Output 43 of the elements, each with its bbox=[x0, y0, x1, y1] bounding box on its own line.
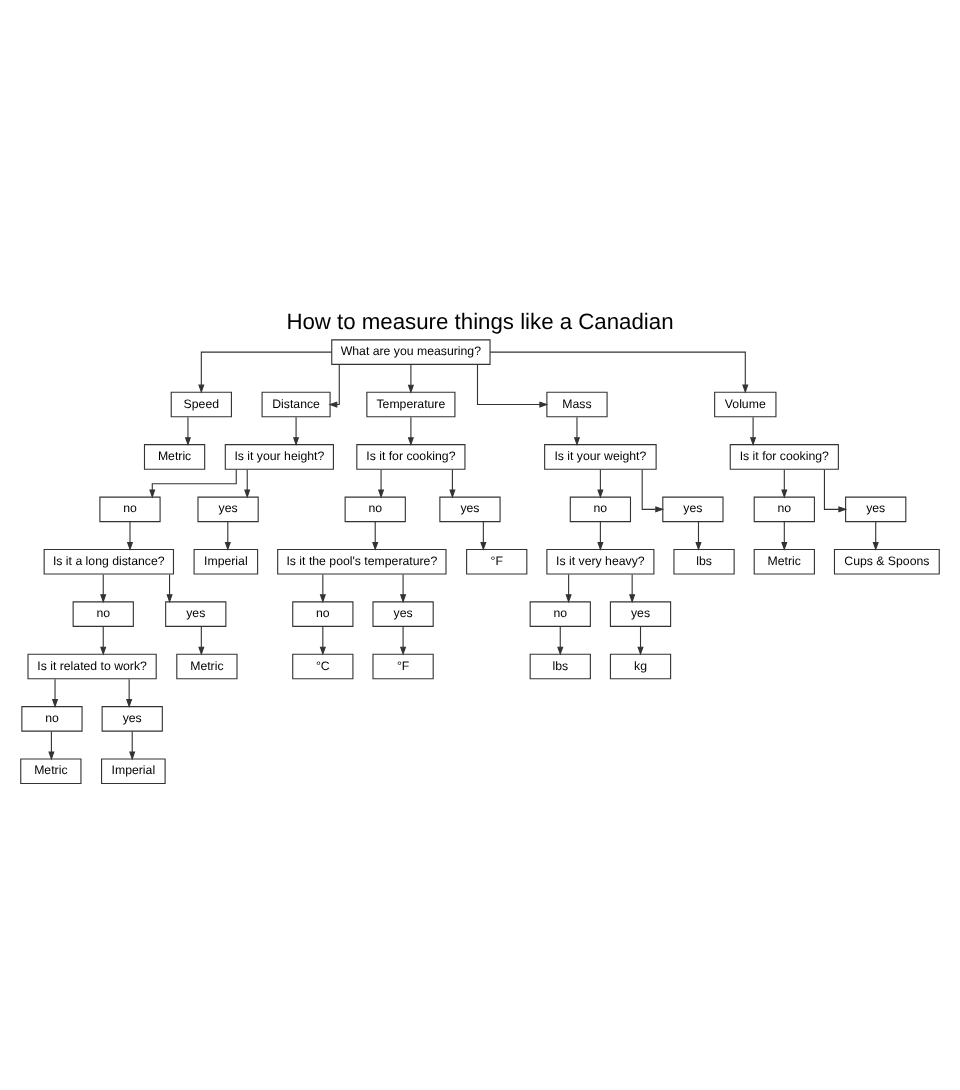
diagram-title: How to measure things like a Canadian bbox=[286, 310, 674, 335]
arrow bbox=[565, 573, 572, 604]
arrow bbox=[597, 469, 604, 499]
arrow bbox=[198, 351, 333, 394]
arrow bbox=[573, 416, 581, 447]
arrow bbox=[641, 469, 665, 513]
arrow bbox=[399, 573, 407, 604]
arrow bbox=[399, 626, 407, 656]
arrow bbox=[781, 521, 788, 551]
arrow bbox=[872, 521, 879, 551]
arrow bbox=[407, 364, 414, 394]
arrow bbox=[292, 416, 300, 447]
arrow bbox=[489, 351, 749, 394]
arrow bbox=[224, 521, 231, 551]
arrow bbox=[319, 573, 326, 604]
arrow bbox=[149, 468, 237, 499]
arrow bbox=[823, 469, 848, 513]
arrow bbox=[100, 626, 107, 656]
arrow bbox=[377, 469, 385, 499]
arrow bbox=[244, 469, 251, 499]
arrow bbox=[637, 626, 644, 656]
arrow bbox=[749, 416, 757, 447]
arrow bbox=[480, 521, 487, 551]
arrow bbox=[129, 731, 136, 761]
arrow bbox=[51, 678, 59, 708]
arrow bbox=[184, 416, 192, 447]
arrow bbox=[100, 573, 107, 604]
arrow bbox=[48, 731, 55, 761]
arrow bbox=[629, 573, 636, 604]
arrow bbox=[557, 626, 564, 656]
arrow bbox=[781, 469, 788, 499]
arrow bbox=[695, 521, 702, 551]
arrow bbox=[597, 521, 604, 551]
arrow bbox=[198, 626, 205, 656]
arrow bbox=[372, 521, 379, 551]
arrow bbox=[328, 364, 340, 408]
arrow bbox=[126, 521, 134, 551]
arrow bbox=[476, 364, 549, 408]
arrow bbox=[407, 416, 414, 447]
arrow bbox=[126, 678, 133, 708]
arrow bbox=[449, 469, 456, 499]
arrow bbox=[319, 626, 326, 656]
arrow bbox=[166, 573, 173, 604]
